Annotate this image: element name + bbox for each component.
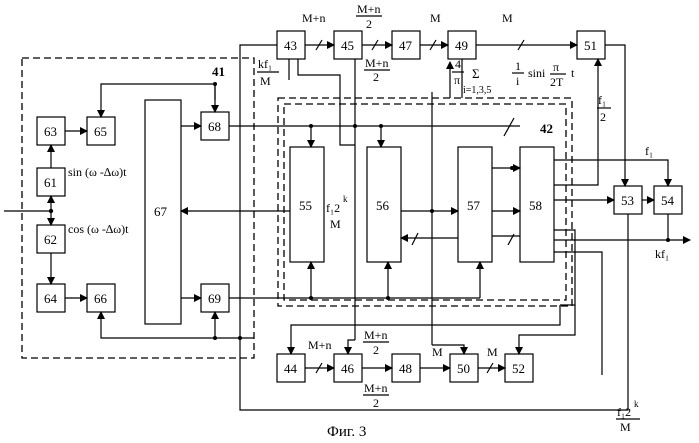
block-69-label: 69: [208, 291, 221, 306]
sum-2t: 2T: [550, 75, 564, 89]
bus-mark-58-56: [412, 233, 418, 245]
label-bot-m2: M: [487, 345, 498, 359]
sum-pi: π: [553, 60, 559, 74]
group-42-label: 42: [540, 121, 553, 136]
block-48-label: 48: [399, 361, 412, 376]
label-top-frac2-num: M+n: [365, 56, 388, 70]
label-kf1-den: M: [260, 74, 271, 88]
arrow-51-53: [605, 45, 625, 186]
line-to-46: [348, 340, 355, 354]
label-bot-frac-den: 2: [373, 343, 379, 357]
node-57-top: [510, 166, 514, 170]
label-bot-frac2-den: 2: [373, 396, 379, 410]
block-47-label: 47: [399, 38, 413, 53]
label-top-frac-den: 2: [366, 17, 372, 31]
label-f1-half-den: 2: [600, 110, 606, 124]
block-54-label: 54: [661, 193, 675, 208]
block-57-label: 57: [467, 198, 481, 213]
node-vline-45: [353, 124, 357, 128]
block-61-label: 61: [44, 175, 57, 190]
arrow-f1-54: [640, 160, 668, 186]
label-bot-frac2-num: M+n: [364, 381, 387, 395]
sum-sin: sini: [528, 66, 546, 80]
block-56-label: 56: [376, 198, 390, 213]
block-68-label: 68: [208, 119, 221, 134]
label-f1-half-num: f₁: [598, 93, 606, 107]
sum-index: i=1,3,5: [463, 85, 491, 96]
block-58-label: 58: [529, 198, 542, 213]
label-sin: sin (ω -∆ω)t: [68, 165, 127, 179]
line-top-to-41: [240, 45, 277, 338]
label-bot-m1: M: [432, 345, 443, 359]
block-52-label: 52: [512, 361, 525, 376]
line-to-52: [519, 305, 575, 354]
group-41-label: 41: [212, 64, 225, 79]
sum-frac-den: π: [454, 73, 460, 87]
label-f12k-inner-den: M: [330, 217, 341, 231]
block-53-label: 53: [621, 193, 634, 208]
label-top-m2: M: [502, 11, 513, 25]
label-f12k-bottom-exp: k: [634, 399, 639, 409]
block-67-label: 67: [154, 204, 168, 219]
block-63-label: 63: [44, 124, 57, 139]
label-top-frac2-den: 2: [373, 70, 379, 84]
block-45-label: 45: [341, 38, 354, 53]
label-cos: cos (ω -∆ω)t: [68, 222, 129, 236]
sum-t: t: [571, 66, 575, 80]
block-65-label: 65: [94, 124, 107, 139]
line-58-far: [554, 252, 602, 375]
group-41-boundary: [22, 58, 254, 358]
block-66-label: 66: [94, 291, 108, 306]
label-f12k-bottom: f₁2: [617, 405, 631, 419]
sum-one-den: i: [516, 74, 520, 88]
figure-caption: Фиг. 3: [327, 424, 366, 440]
label-f1-out: f₁: [645, 144, 653, 158]
label-f12k-inner-exp: k: [343, 194, 348, 204]
label-f12k-bottom-den: M: [620, 420, 631, 434]
block-49-label: 49: [455, 38, 468, 53]
label-kf1-out: kf₁: [655, 247, 669, 261]
block-64-label: 64: [44, 291, 58, 306]
sum-frac-num: 4: [455, 57, 461, 71]
sum-one-num: 1: [515, 59, 521, 73]
line-43-feedback: [298, 59, 355, 145]
block-43-label: 43: [284, 38, 297, 53]
block-62-label: 62: [44, 232, 57, 247]
label-bot-mn: M+n: [308, 338, 331, 352]
block-44-label: 44: [284, 361, 298, 376]
block-55-label: 55: [299, 198, 312, 213]
bus-mark-68: [504, 118, 514, 136]
label-top-frac-num: M+n: [357, 2, 380, 16]
sum-sigma: Σ: [472, 66, 480, 81]
label-f12k-inner: f₁2: [326, 201, 340, 215]
block-46-label: 46: [341, 361, 355, 376]
label-top-mn: M+n: [302, 11, 325, 25]
label-bot-frac-num: M+n: [364, 328, 387, 342]
label-top-m1: M: [430, 11, 441, 25]
block-51-label: 51: [584, 38, 597, 53]
label-kf1-num: kf₁: [258, 57, 272, 71]
block-50-label: 50: [457, 361, 470, 376]
